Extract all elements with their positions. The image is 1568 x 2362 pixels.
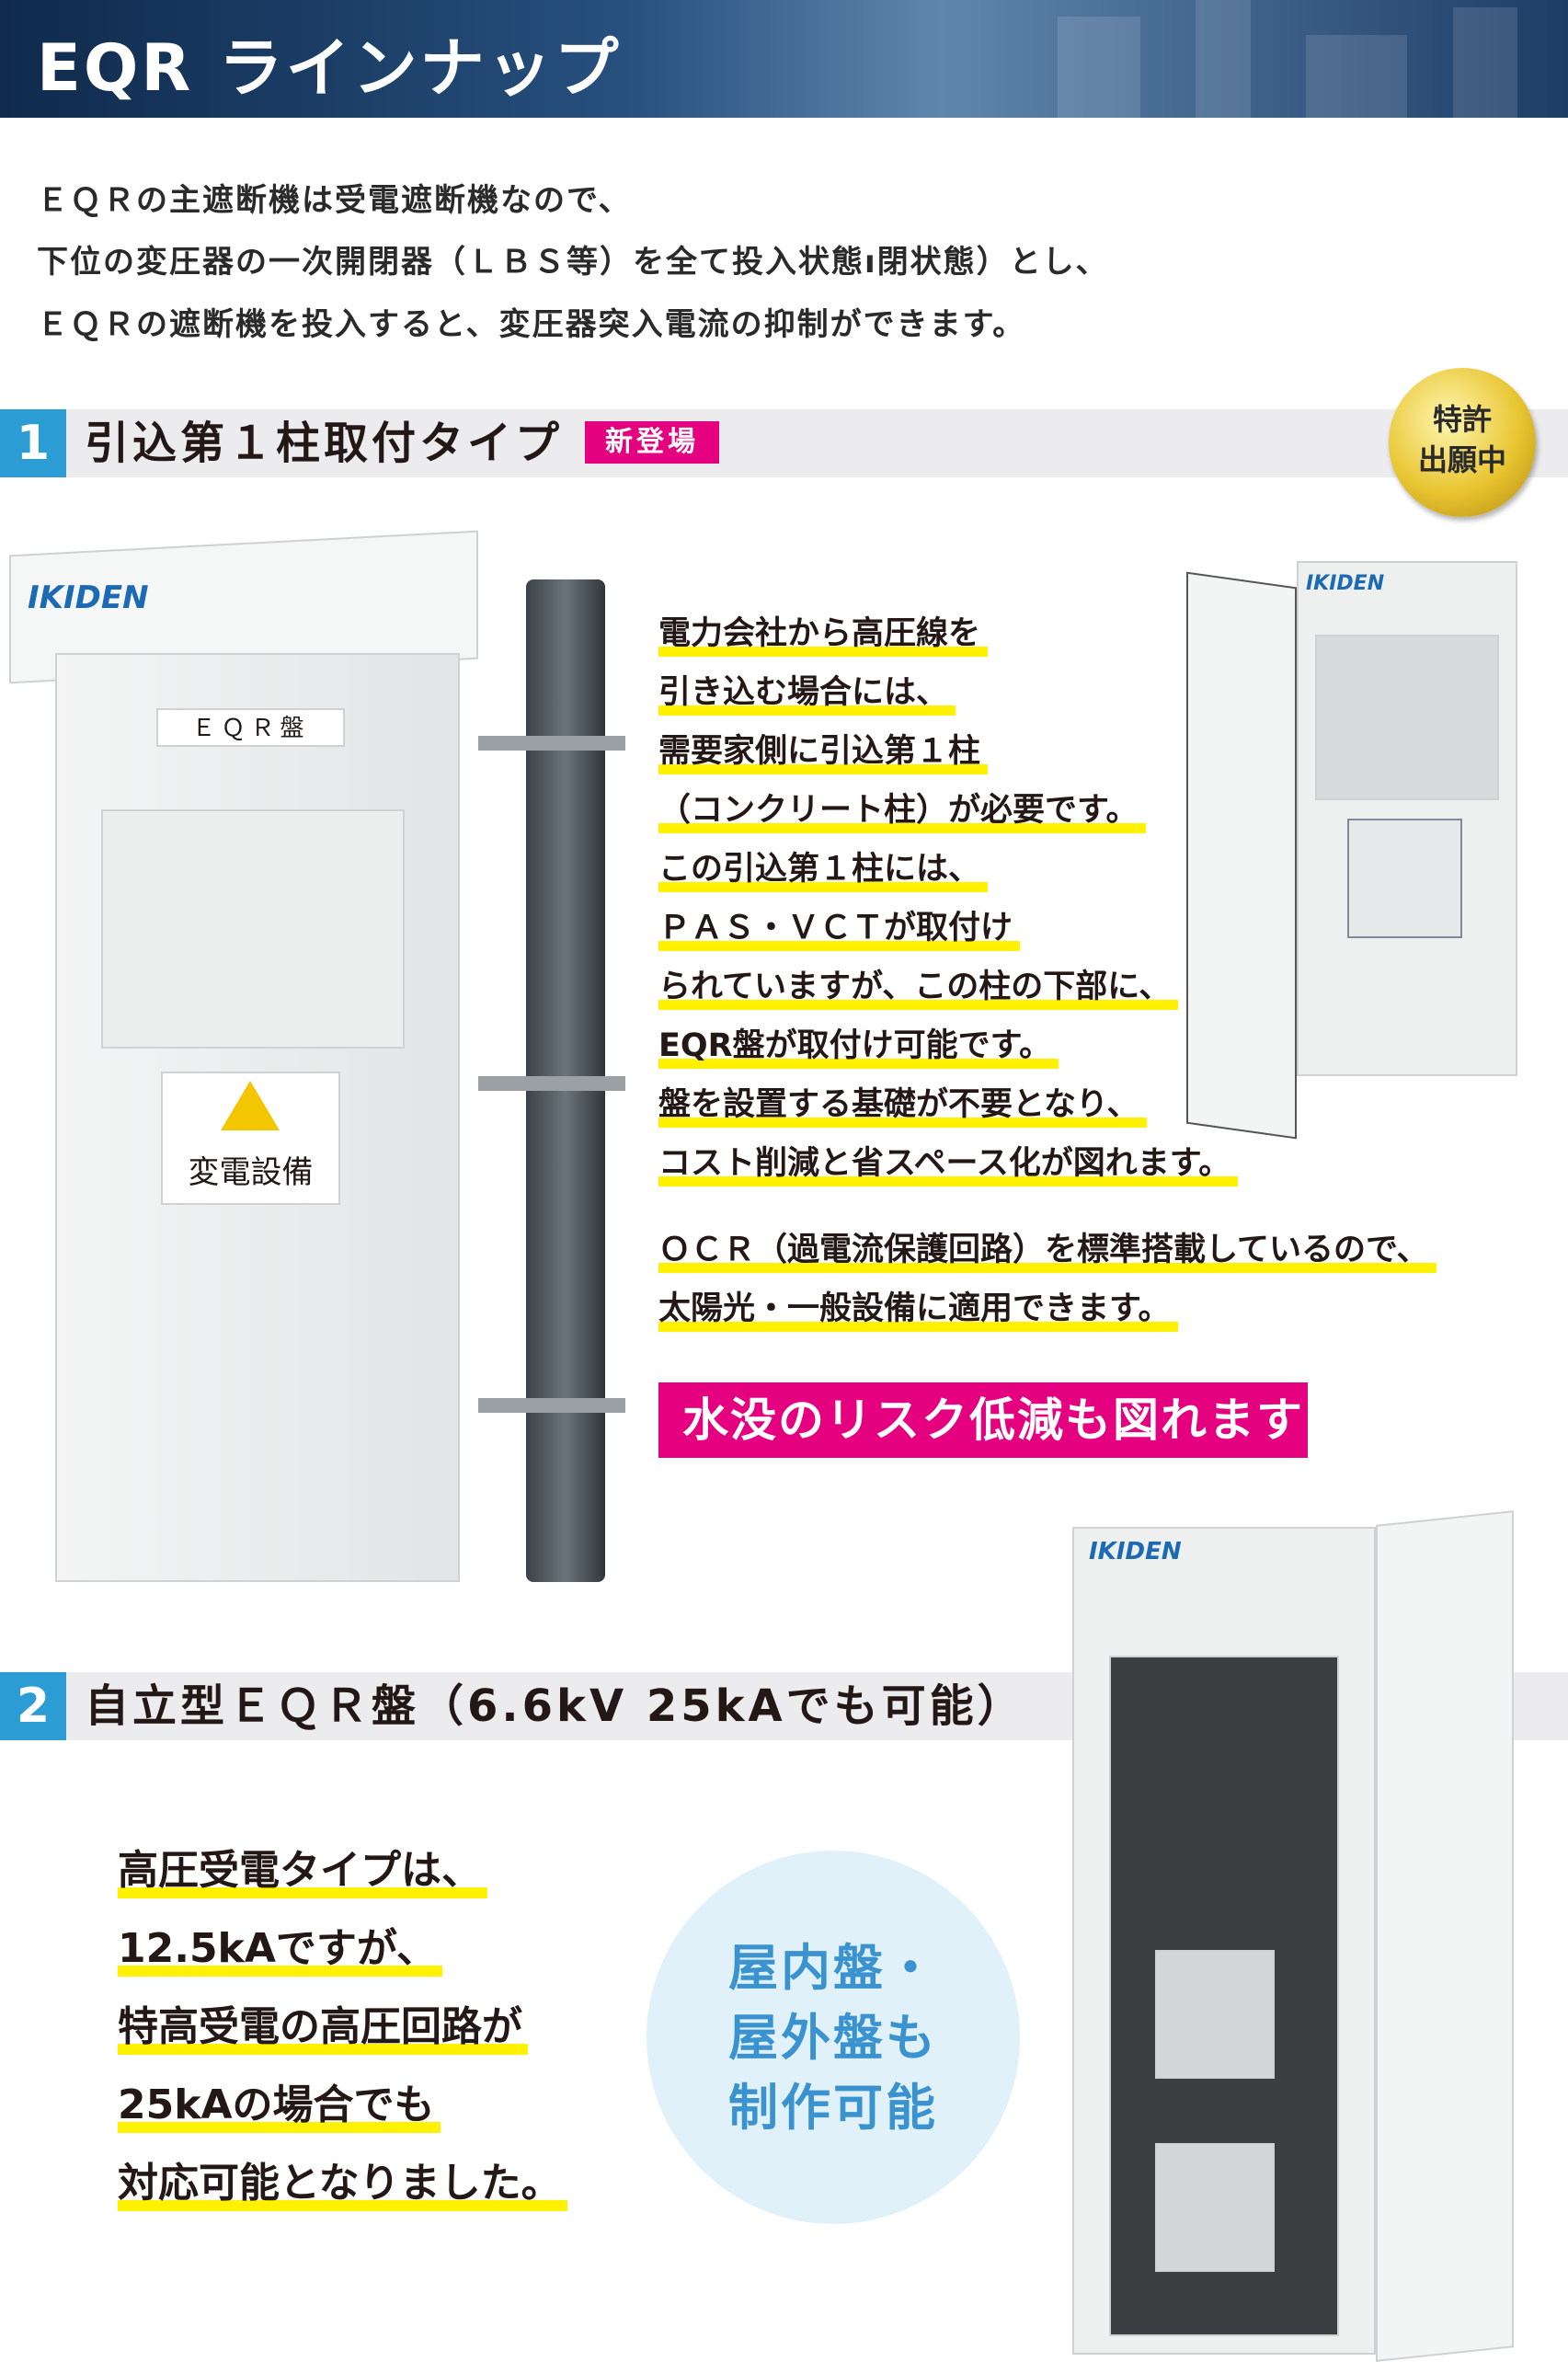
header-banner — [0, 0, 1568, 118]
description-line: 25kAの場合でも — [118, 2078, 441, 2133]
section-number: 2 — [0, 1672, 66, 1740]
page-title: EQR ラインナップ — [37, 30, 622, 106]
description-line: EQR盤が取付け可能です。 — [658, 1023, 1059, 1069]
circle-line: 屋内盤・ — [728, 1939, 938, 1997]
warning-icon — [221, 1081, 280, 1130]
circle-line: 制作可能 — [728, 2079, 938, 2137]
section-title: 引込第１柱取付タイプ — [85, 418, 564, 469]
patent-pending-badge: 特許 出願中 — [1389, 368, 1536, 517]
description-line: コスト削減と省スペース化が図れます。 — [658, 1141, 1239, 1187]
description-line: 盤を設置する基礎が不要となり、 — [658, 1082, 1147, 1128]
new-badge: 新登場 — [585, 421, 719, 464]
ocr-line: 太陽光・一般設備に適用できます。 — [658, 1286, 1178, 1332]
description-line: この引込第１柱には、 — [658, 846, 989, 892]
description-line: られていますが、この柱の下部に、 — [658, 964, 1179, 1010]
intro-line: 下位の変圧器の一次開閉器（ＬＢＳ等）を全て投入状態ı閉状態）とし、 — [37, 244, 1109, 281]
section-title: 自立型ＥＱＲ盤（6.6kV 25kAでも可能） — [85, 1680, 1025, 1732]
description-line: 12.5kAですが、 — [118, 1921, 442, 1977]
panel-nameplate: ＥＱＲ盤 — [156, 708, 345, 747]
description-line: 電力会社から高圧線を — [658, 611, 989, 657]
section-1-header: 1 引込第１柱取付タイプ — [0, 409, 1568, 477]
description-line: 対応可能となりました。 — [118, 2156, 567, 2211]
circle-line: 屋外盤も — [728, 2009, 938, 2067]
badge-line: 出願中 — [1417, 442, 1506, 477]
standalone-cabinet-photo: IKIDEN — [1072, 1510, 1523, 2362]
section-number: 1 — [0, 409, 66, 477]
indoor-outdoor-circle: 屋内盤・ 屋外盤も 制作可能 — [647, 1851, 1020, 2224]
description-line: 需要家側に引込第１柱 — [658, 728, 989, 774]
intro-line: ＥＱＲの主遮断機は受電遮断機なので、 — [37, 182, 632, 219]
description-line: 引き込む場合には、 — [658, 670, 956, 716]
description-line: ＰＡＳ・ＶＣＴが取付け — [658, 905, 1021, 951]
description-line: 特高受電の高圧回路が — [118, 2000, 528, 2055]
ikiden-logo: IKIDEN — [1089, 1538, 1182, 1565]
ikiden-logo: IKIDEN — [1306, 572, 1385, 595]
open-cabinet-photo: IKIDEN — [1186, 561, 1527, 1140]
flood-risk-callout: 水没のリスク低減も図れます — [658, 1382, 1308, 1458]
ikiden-logo: IKIDEN — [28, 579, 149, 616]
ocr-line: ＯＣＲ（過電流保護回路）を標準搭載しているので、 — [658, 1227, 1436, 1273]
pole-mounted-cabinet-photo: IKIDEN ＥＱＲ盤 変電設備 — [0, 524, 625, 1591]
description-line: （コンクリート柱）が必要です。 — [658, 787, 1146, 833]
intro-line: ＥＱＲの遮断機を投入すると、変圧器突入電流の抑制ができます。 — [37, 306, 1026, 343]
description-line: 高圧受電タイプは、 — [118, 1843, 487, 1898]
badge-line: 特許 — [1432, 402, 1492, 437]
